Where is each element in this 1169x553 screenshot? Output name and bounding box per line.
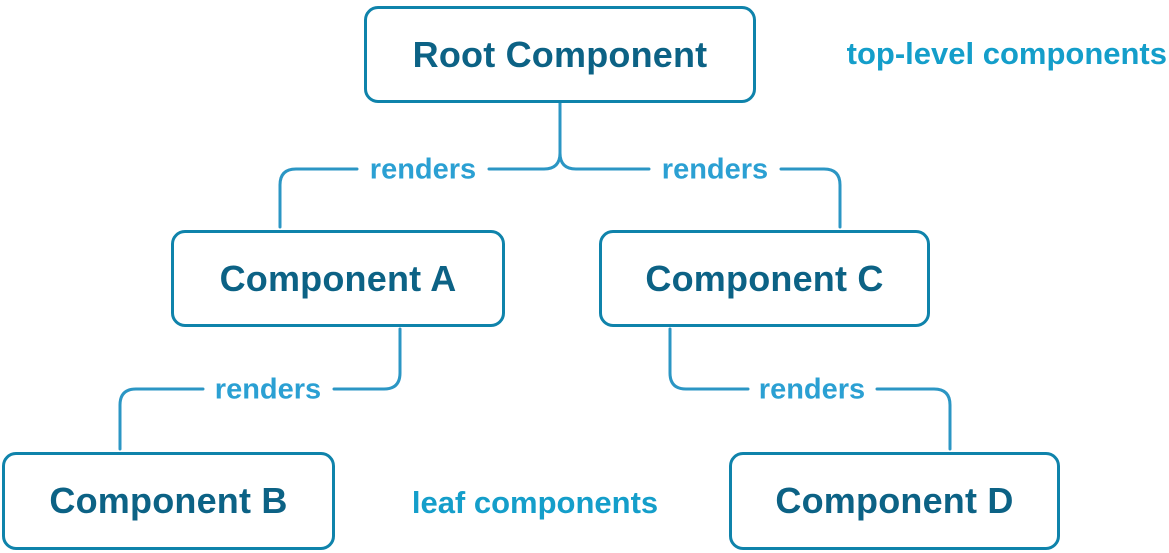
node-component-a-label: Component A	[219, 257, 457, 299]
edge-c-to-d-stem	[668, 327, 750, 391]
edge-root-to-a-stem	[487, 100, 562, 171]
node-root-component-label: Root Component	[412, 33, 708, 75]
node-component-b: Component B	[2, 452, 335, 550]
node-component-c-label: Component C	[645, 257, 884, 299]
edge-label-root-to-a: renders	[365, 153, 481, 187]
edge-a-to-b-stem	[332, 327, 402, 391]
annotation-top-level-components: top-level components	[846, 36, 1167, 71]
node-component-d-label: Component D	[775, 480, 1014, 521]
node-component-d: Component D	[729, 452, 1060, 550]
node-component-a: Component A	[171, 230, 505, 327]
node-component-c: Component C	[599, 230, 930, 327]
annotation-leaf-components: leaf components	[411, 485, 659, 520]
edge-label-a-to-b: renders	[210, 373, 326, 407]
node-root-component: Root Component	[364, 6, 756, 103]
edge-label-c-to-d: renders	[754, 373, 870, 407]
edge-c-to-d-tail	[875, 387, 952, 451]
edge-root-to-a-tail	[278, 167, 359, 229]
node-component-b-label: Component B	[49, 480, 288, 521]
edge-root-to-c-stem	[558, 151, 651, 171]
edge-root-to-c-tail	[779, 167, 842, 229]
edge-label-root-to-c: renders	[657, 153, 773, 187]
edge-a-to-b-tail	[118, 387, 205, 451]
